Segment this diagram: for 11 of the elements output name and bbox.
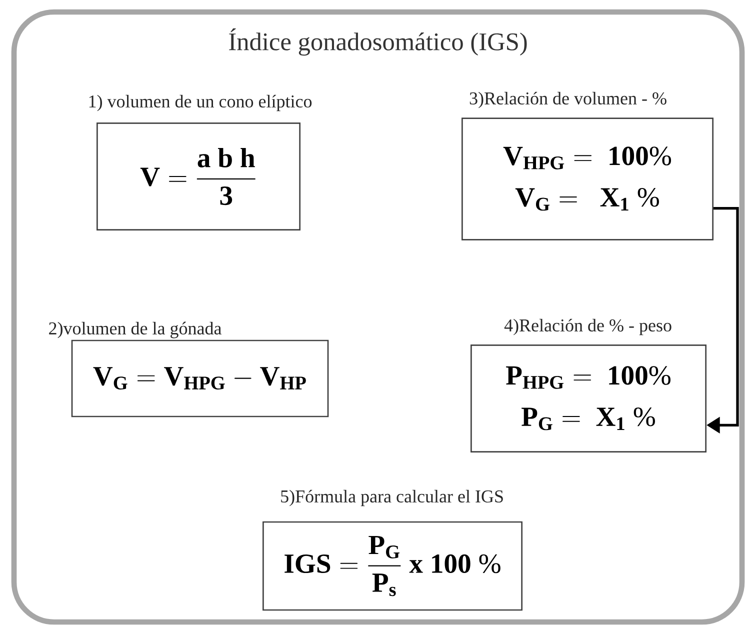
formula-box: $\mathbf{P_{HPG}=\ 100\%}$ $\mathbf{P_{G}=\ X_{1}\ \%}$ [470,344,706,452]
heading: 2)volumen de la gónada [49,322,222,338]
heading: 1) volumen de un cono elíptico [89,94,312,112]
formula-box: $\mathbf{V_{G}= V_{HPG}- V_{HP}}$ [71,340,329,418]
heading: 4)Relación de % - peso [504,318,672,336]
formula-box: $\mathbf{IGS}=\frac{\mathbf{P_{G}}}{\mathbf{P_{s}}}\ \mathbf{x\ 100\ \%}$ [262,521,522,611]
heading: 3)Relación de volumen - % [470,92,666,108]
formula-box: $\mathbf{V}=\frac{\mathbf{a\ b\ h}}{\mathbf{3}}$ [96,122,300,230]
formula-box: $\mathbf{V_{HPG}=\ 100\%}$ $\mathbf{V_{G}=\ \ X_{1}\ \%}$ [462,118,714,240]
title: Índice gonadosomático (IGS) [229,28,527,56]
heading: 5)Fórmula para calcular el IGS [281,490,503,506]
